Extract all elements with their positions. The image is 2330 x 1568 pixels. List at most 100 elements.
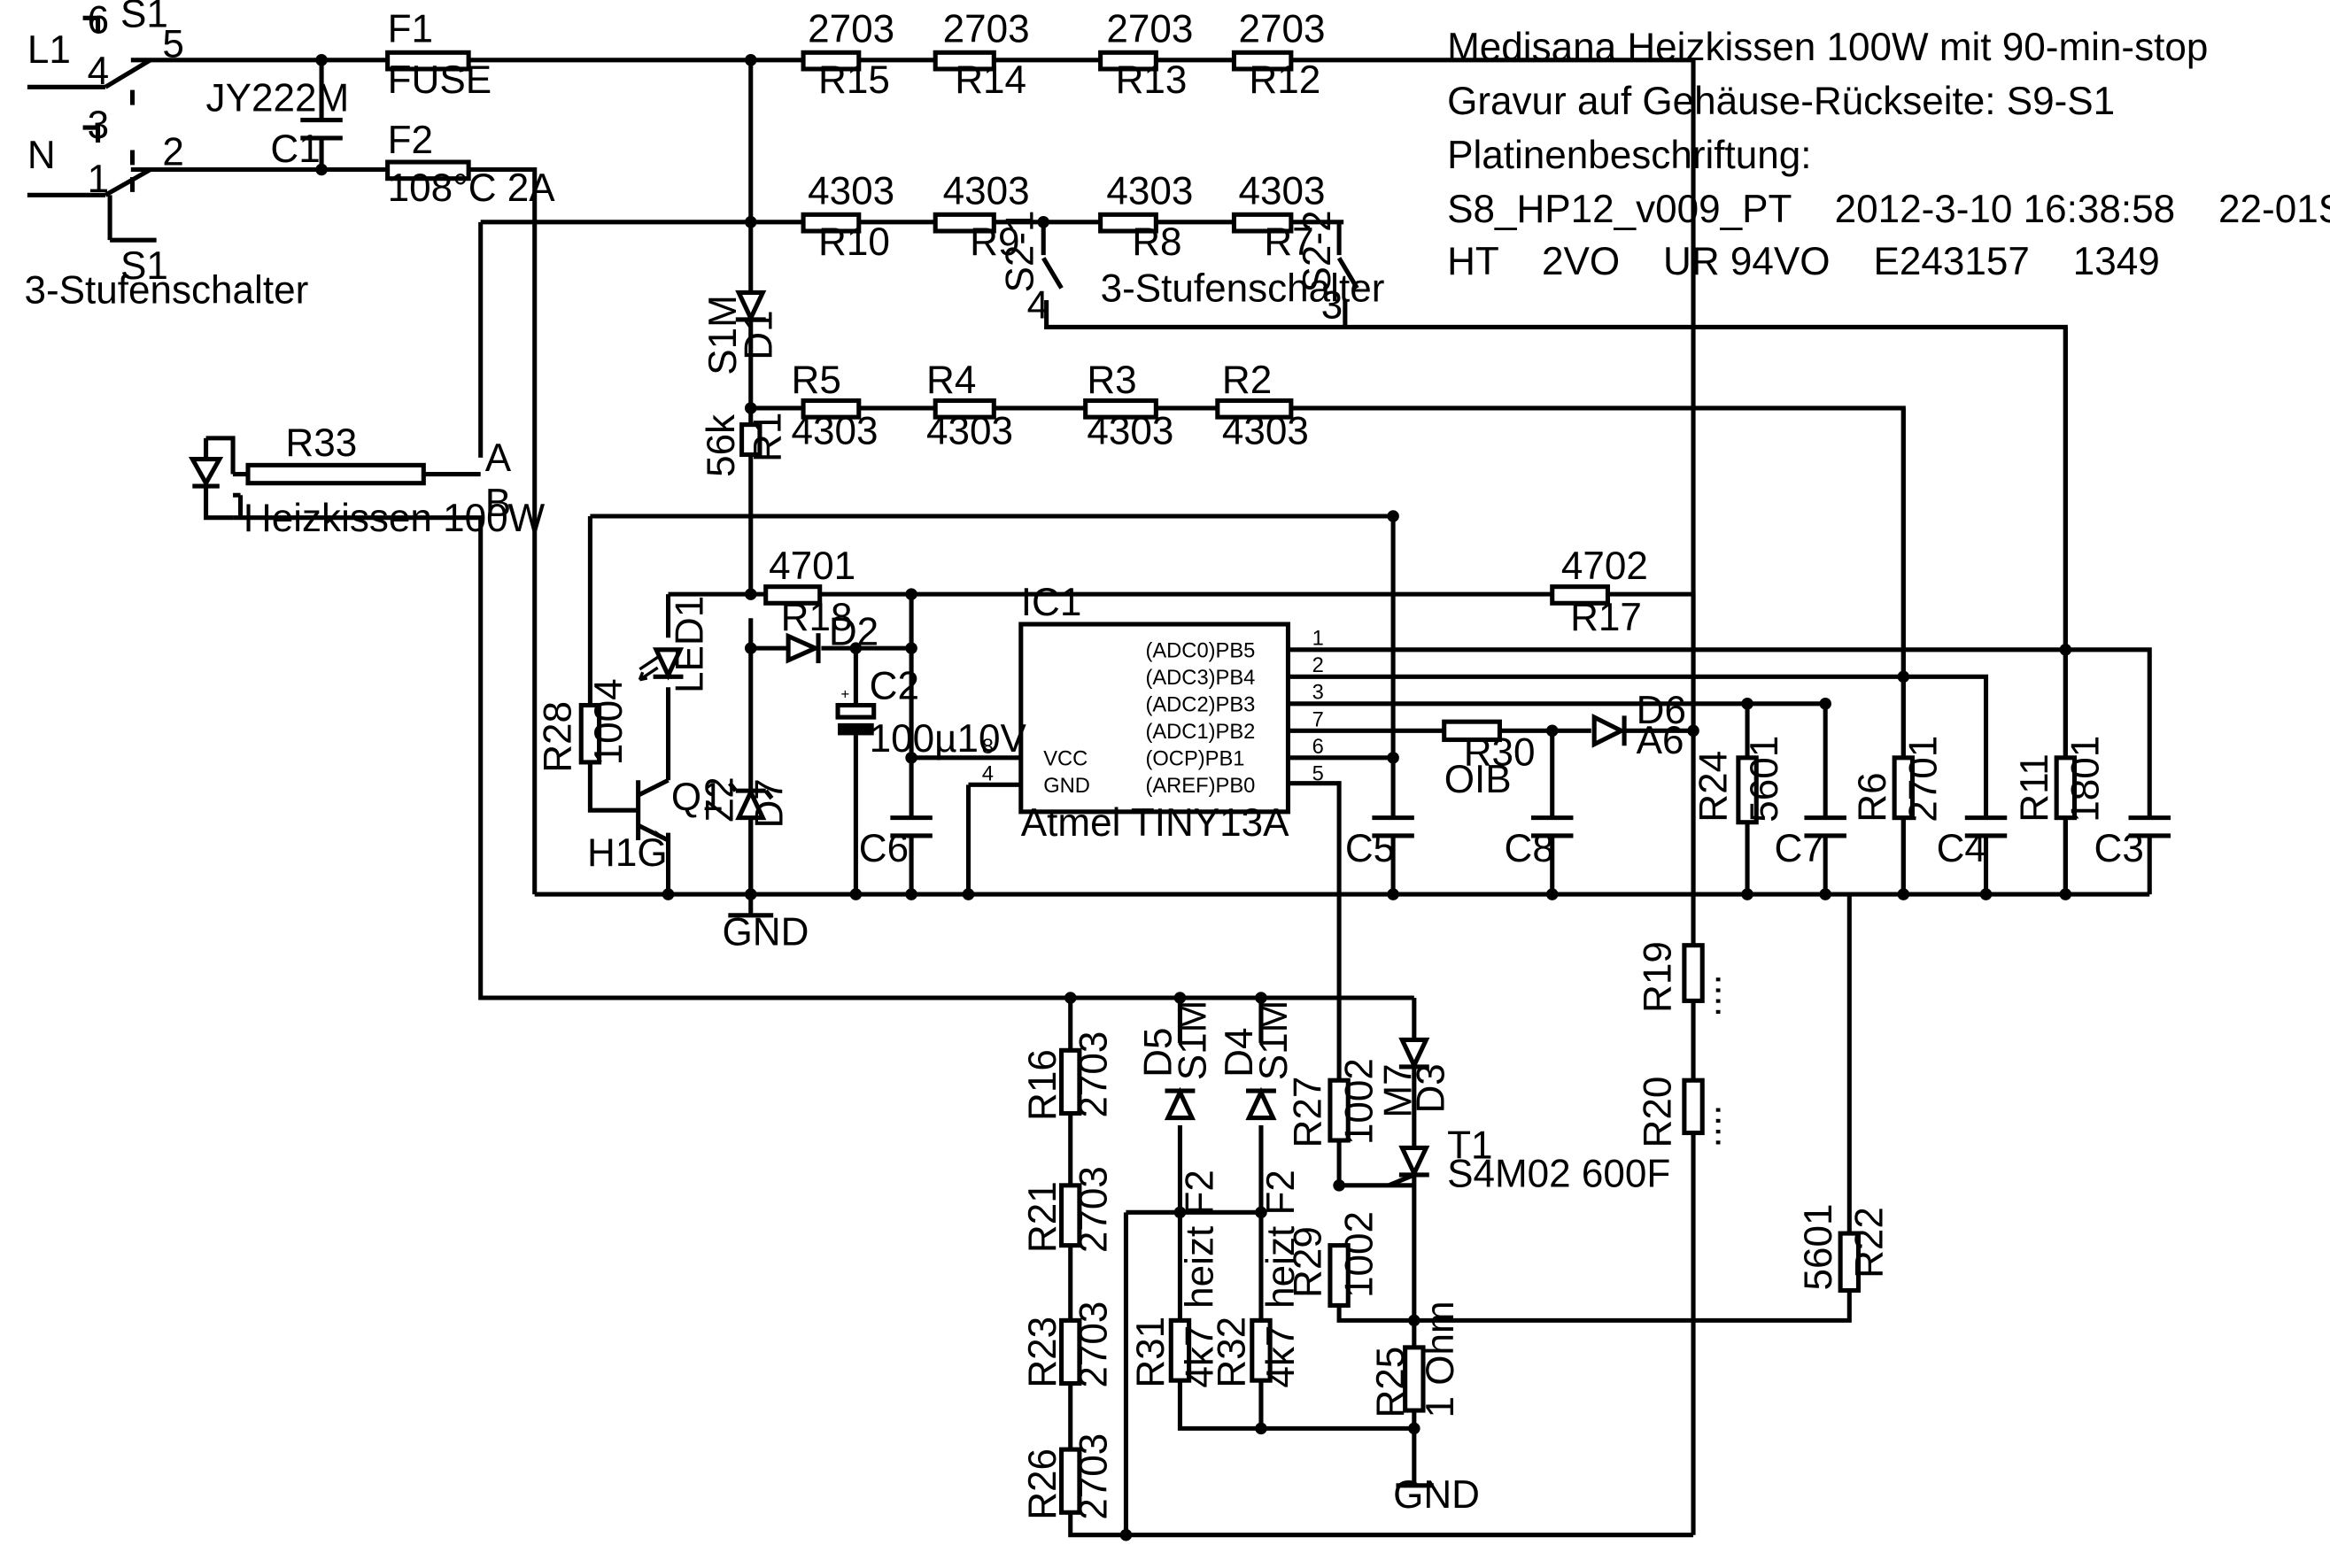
svg-text:....: .... [1686, 974, 1730, 1017]
svg-text:4k7: 4k7 [1179, 1325, 1222, 1388]
svg-text:5601: 5601 [1743, 736, 1786, 823]
svg-text:S1M: S1M [1171, 1000, 1214, 1081]
svg-text:1002: 1002 [1337, 1211, 1381, 1298]
svg-text:4: 4 [88, 50, 110, 93]
svg-text:6: 6 [1312, 736, 1324, 759]
svg-text:C3: C3 [2094, 827, 2144, 870]
resistor-R22 [1838, 1231, 1862, 1294]
svg-text:4303: 4303 [926, 410, 1013, 453]
svg-text:R25: R25 [1369, 1347, 1413, 1418]
wires [27, 58, 2152, 1538]
svg-text:S1: S1 [120, 0, 168, 36]
svg-text:S4M02 600F: S4M02 600F [1447, 1153, 1670, 1196]
resistor-R30 [1442, 719, 1502, 743]
resistor-R2 [1215, 398, 1294, 420]
svg-text:4303: 4303 [943, 169, 1030, 212]
resistor-R31 [1168, 1317, 1192, 1383]
svg-text:1: 1 [1312, 628, 1324, 651]
resistor-R1 [739, 422, 762, 458]
svg-text:D5: D5 [1136, 1028, 1180, 1078]
svg-text:S2-2: S2-2 [1296, 210, 1339, 292]
svg-text:5: 5 [1312, 762, 1324, 785]
svg-text:R7: R7 [1264, 220, 1313, 264]
resistor-R8 [1098, 212, 1158, 234]
svg-text:D7: D7 [747, 778, 791, 828]
svg-text:C4: C4 [1937, 827, 1986, 870]
svg-text:C6: C6 [859, 827, 909, 870]
svg-text:F1: F1 [388, 7, 433, 50]
svg-text:R24: R24 [1691, 751, 1735, 823]
svg-text:R3: R3 [1087, 359, 1136, 402]
resistor-R21 [1059, 1183, 1082, 1248]
svg-text:R8: R8 [1132, 220, 1181, 264]
svg-text:D3: D3 [1410, 1063, 1453, 1113]
svg-text:C1: C1 [270, 127, 320, 171]
capacitor-C2 [835, 702, 877, 720]
svg-text:S1M: S1M [701, 295, 745, 375]
svg-text:7: 7 [1312, 708, 1324, 731]
svg-text:(AREF)PB0: (AREF)PB0 [1145, 775, 1255, 798]
svg-text:1002: 1002 [1337, 1058, 1381, 1145]
svg-text:R27: R27 [1287, 1077, 1330, 1148]
svg-text:heizt F2: heizt F2 [1259, 1170, 1303, 1309]
svg-text:(OCP)PB1: (OCP)PB1 [1145, 747, 1244, 770]
svg-text:1: 1 [88, 158, 110, 201]
svg-text:C5: C5 [1345, 827, 1395, 870]
svg-text:B: B [485, 482, 511, 525]
svg-text:R33: R33 [285, 421, 357, 465]
svg-text:1801: 1801 [2064, 736, 2108, 823]
svg-text:JY222M: JY222M [206, 76, 350, 120]
note-board-id: S8_HP12_v009_PT 2012-3-10 16:38:58 22-01… [1447, 188, 2330, 231]
svg-text:4702: 4702 [1561, 545, 1648, 588]
svg-text:3-Stufenschalter: 3-Stufenschalter [1101, 267, 1385, 311]
svg-text:R19: R19 [1637, 941, 1680, 1013]
svg-text:D4: D4 [1218, 1028, 1261, 1078]
svg-text:R30: R30 [1464, 730, 1536, 774]
thyristor-T1 [1398, 1145, 1430, 1179]
svg-text:R17: R17 [1570, 596, 1642, 639]
svg-text:R18: R18 [781, 596, 853, 639]
svg-text:8: 8 [982, 736, 994, 759]
svg-text:3: 3 [88, 104, 110, 147]
switch-S1-lower [104, 167, 152, 197]
resistor-R23 [1059, 1317, 1082, 1386]
resistor-R24 [1736, 755, 1759, 825]
svg-text:4303: 4303 [1087, 410, 1173, 453]
diode-D2 [786, 632, 821, 664]
junction-dots [315, 54, 2072, 1541]
capacitor-C3 [2128, 815, 2171, 838]
resistor-R3 [1083, 398, 1158, 420]
capacitor-C5 [1372, 815, 1414, 838]
svg-text:2703: 2703 [1072, 1166, 1115, 1253]
svg-text:R21: R21 [1021, 1181, 1064, 1253]
svg-text:2703: 2703 [808, 7, 894, 50]
svg-text:R14: R14 [955, 58, 1026, 102]
svg-text:R16: R16 [1021, 1049, 1064, 1121]
svg-text:5: 5 [162, 22, 184, 66]
svg-text:S2-1: S2-1 [998, 210, 1041, 292]
capacitor-C1 [300, 118, 343, 141]
resistor-R15 [801, 50, 862, 72]
svg-text:M7: M7 [1376, 1063, 1420, 1117]
resistor-R27 [1328, 1078, 1351, 1143]
svg-text:3: 3 [1312, 682, 1324, 705]
svg-text:OIB: OIB [1444, 758, 1512, 801]
resistor-R12 [1231, 50, 1294, 72]
svg-text:3: 3 [1321, 283, 1343, 327]
svg-text:C2: C2 [870, 665, 919, 708]
svg-text:C7: C7 [1775, 827, 1824, 870]
note-platine: Platinenbeschriftung: [1447, 134, 1811, 177]
svg-text:FUSE: FUSE [388, 58, 492, 102]
svg-text:2703: 2703 [1106, 7, 1193, 50]
svg-text:R29: R29 [1287, 1226, 1330, 1298]
svg-text:2703: 2703 [943, 7, 1030, 50]
pad-thermal-fuse [188, 457, 224, 488]
svg-text:Q1: Q1 [671, 776, 724, 819]
svg-text:D2: D2 [829, 611, 879, 654]
svg-text:4701: 4701 [769, 545, 855, 588]
resistors [245, 50, 2078, 1515]
svg-text:2: 2 [162, 130, 184, 174]
resistor-R14 [933, 50, 996, 72]
svg-text:Z2: Z2 [698, 776, 741, 822]
